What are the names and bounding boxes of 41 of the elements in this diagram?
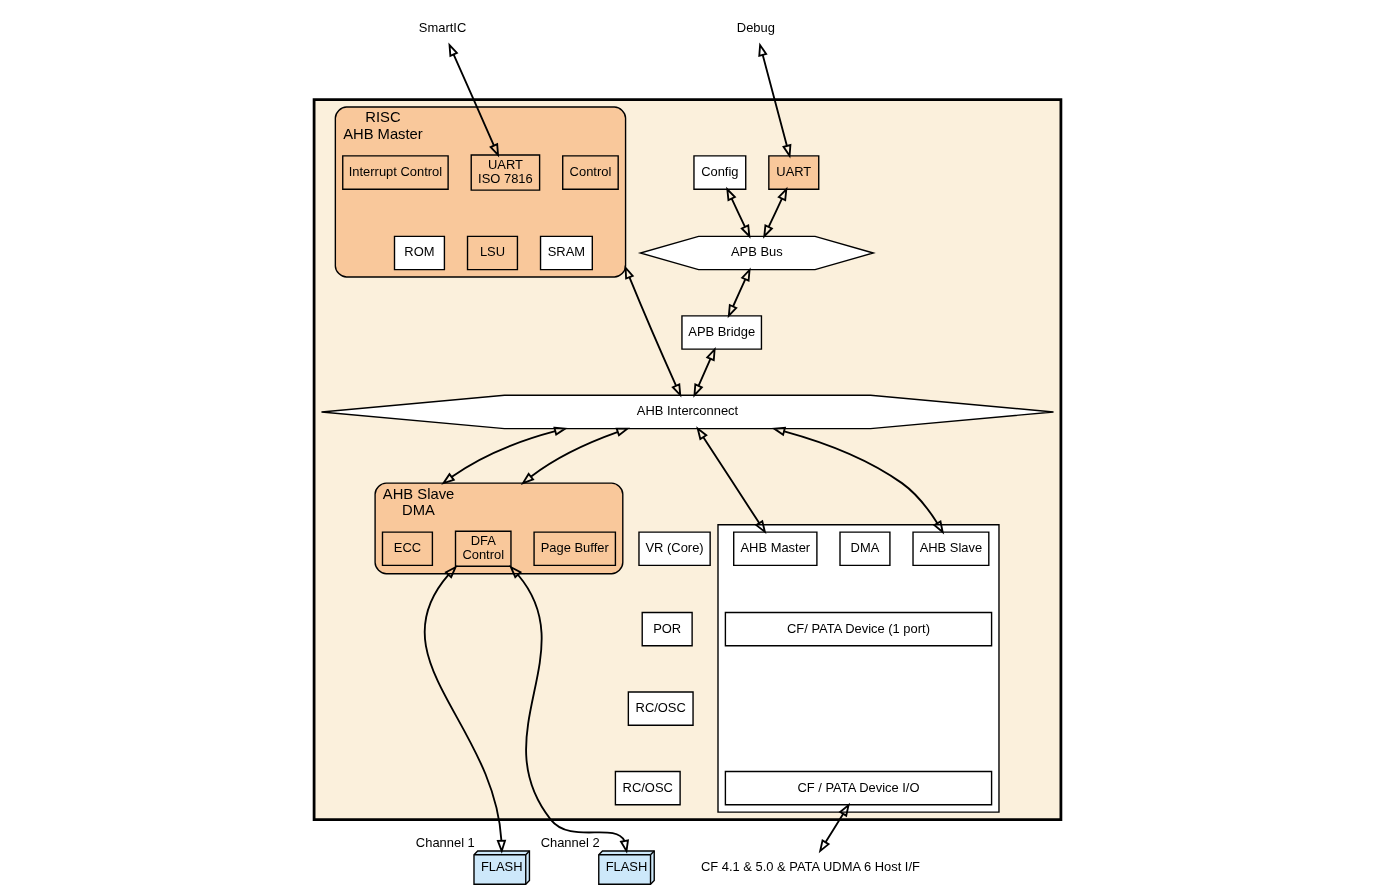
node-box: UART ISO 7816: [470, 154, 541, 191]
node-box: Control: [562, 155, 619, 190]
node-box: POR: [641, 611, 693, 647]
node-box: ROM: [393, 235, 446, 271]
arrow: [771, 426, 945, 535]
node-text: Debug: [736, 19, 775, 35]
node-box: RC/OSC: [614, 770, 681, 806]
node-box: UART: [768, 155, 820, 190]
node-box: LSU: [466, 235, 519, 271]
arrow: [448, 42, 500, 158]
arrow: [693, 346, 716, 398]
node-box: Page Buffer: [533, 531, 617, 567]
node-box: Interrupt Control: [342, 155, 449, 190]
node-text: SmartIC: [418, 19, 467, 35]
arrow: [727, 267, 751, 319]
cluster: [717, 524, 1000, 813]
node-box: CF / PATA Device I/O: [724, 770, 993, 806]
arrow: [624, 265, 682, 398]
arrow: [758, 42, 792, 159]
node-box: RC/OSC: [627, 691, 694, 726]
node-box: Config: [693, 155, 747, 190]
node-box: AHB Master: [733, 531, 818, 567]
arrow: [520, 427, 631, 485]
arrow: [441, 426, 568, 485]
arrow: [726, 186, 751, 239]
node-box: ECC: [381, 531, 434, 567]
node-box: APB Bridge: [681, 315, 763, 350]
node-box: VR (Core): [638, 531, 711, 567]
node-label: Channel 2: [540, 835, 600, 851]
node-box: SRAM: [539, 235, 593, 271]
arrow: [818, 802, 850, 854]
node-box: DFA Control: [454, 530, 512, 567]
arrow: [763, 186, 788, 239]
node-box: CF/ PATA Device (1 port): [724, 611, 993, 647]
arrow: [509, 565, 630, 854]
node-box: AHB Slave: [912, 531, 990, 567]
arrow: [696, 426, 767, 535]
arrow: [423, 565, 507, 854]
node-text: CF 4.1 & 5.0 & PATA UDMA 6 Host I/F: [700, 859, 920, 875]
node-label: Channel 1: [415, 835, 475, 851]
node-box: DMA: [839, 531, 891, 567]
